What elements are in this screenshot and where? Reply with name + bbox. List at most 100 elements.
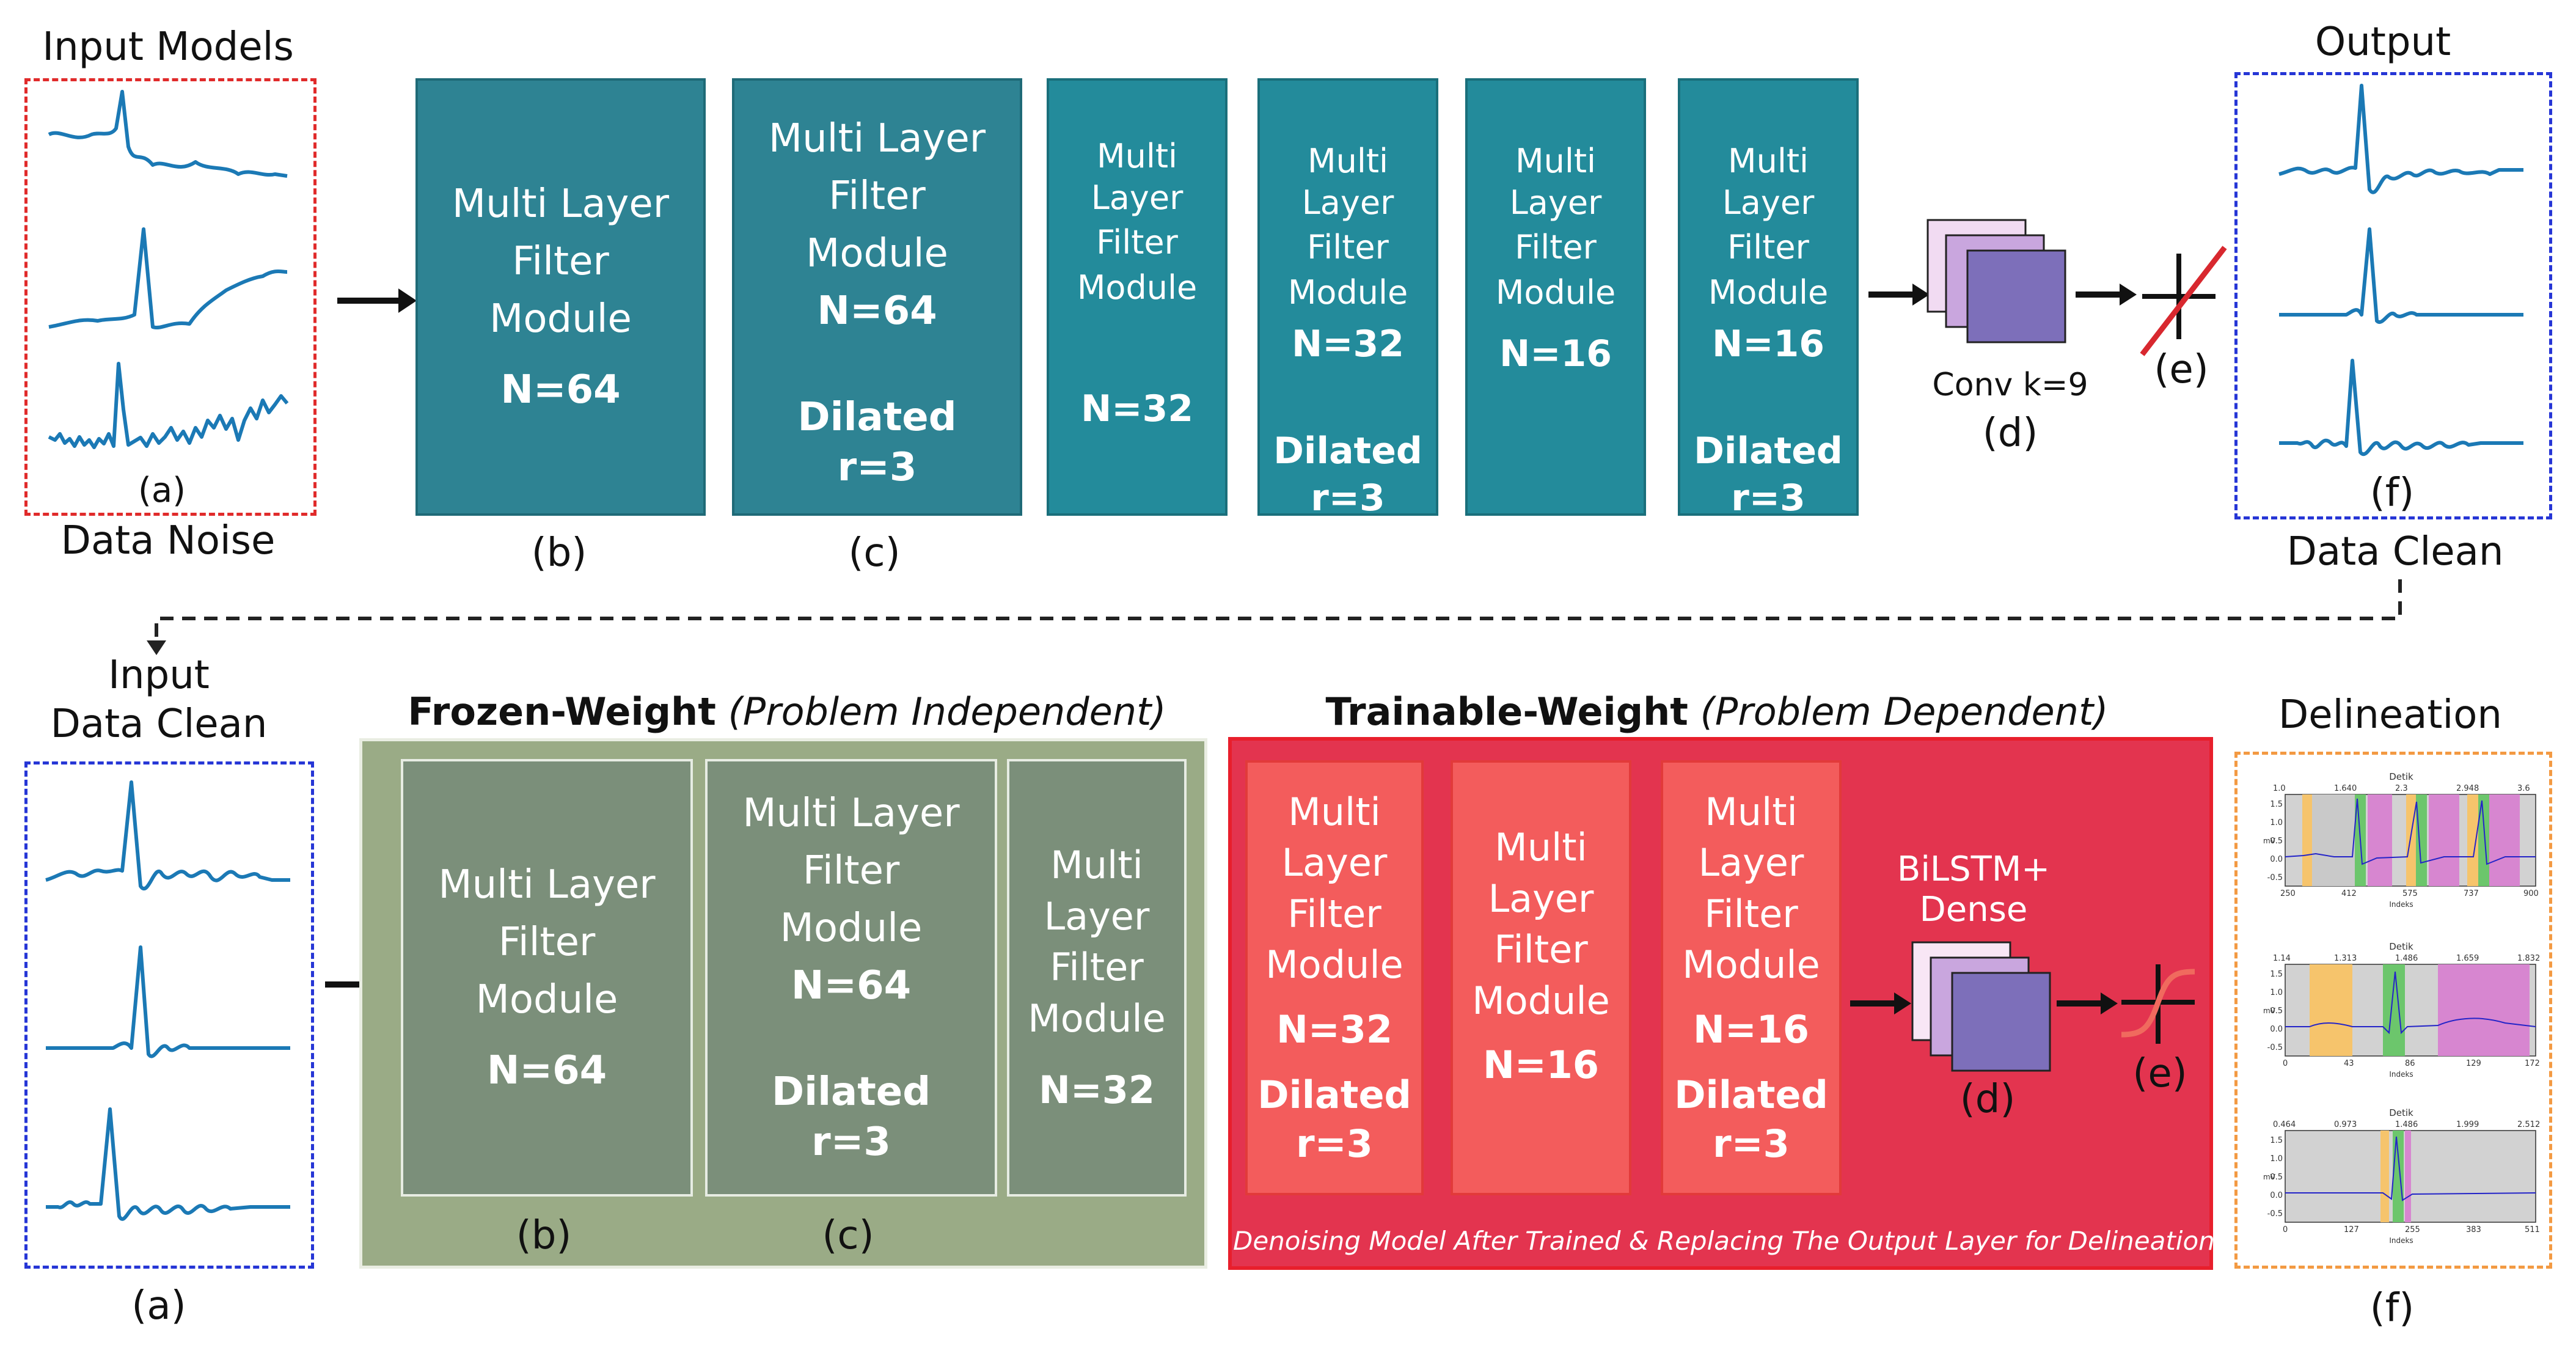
arrow-to-bilstm xyxy=(1850,992,1911,1014)
block-dilated-label: Dilated xyxy=(1257,1072,1411,1118)
plot-3-bottom-tick: 255 xyxy=(2405,1225,2420,1234)
plot-2-top-tick: 1.832 xyxy=(2517,954,2540,963)
frozen-weight-title: Frozen-Weight (Problem Independent) xyxy=(359,689,1215,734)
block-label-line1: Multi Layer xyxy=(1091,137,1184,217)
frozen-block-3: Multi Layer Filter Module N=32 xyxy=(1007,759,1187,1197)
plot-3-top-tick: 1.486 xyxy=(2395,1120,2418,1129)
trainable-caption: Denoising Model After Trained & Replacin… xyxy=(1233,1226,2215,1256)
top-block-6: Multi Layer Filter Module N=16 Dilated r… xyxy=(1678,78,1859,519)
plot-3-top-tick: 2.512 xyxy=(2517,1120,2540,1129)
plot-1-y-tick: -0.5 xyxy=(2267,873,2283,882)
block-rate-value: r=3 xyxy=(1713,1121,1790,1166)
plot-2-bottom-tick: 86 xyxy=(2405,1059,2415,1068)
frozen-block-1: Multi Layer Filter Module N=64 xyxy=(401,759,693,1197)
top-block-4: Multi Layer Filter Module N=32 Dilated r… xyxy=(1257,78,1438,519)
plot-3-bottom-tick: 127 xyxy=(2344,1225,2359,1234)
block-n-value: N=32 xyxy=(1292,323,1404,365)
label-b-bottom: (b) xyxy=(516,1213,572,1258)
block-n-value: N=64 xyxy=(791,963,912,1008)
label-c-bottom: (c) xyxy=(822,1213,874,1258)
noisy-signals xyxy=(48,90,289,449)
plot-3-y-tick: -0.5 xyxy=(2267,1209,2283,1219)
plot-2-y-tick: 0.0 xyxy=(2270,1025,2283,1034)
conv-layer-icon xyxy=(1927,219,2066,343)
train-block-3: Multi Layer Filter Module N=16 Dilated r… xyxy=(1661,760,1842,1195)
plot-2-y-tick: 1.5 xyxy=(2270,970,2283,979)
block-n-value: N=16 xyxy=(1712,323,1824,365)
block-n-value: N=16 xyxy=(1482,1043,1600,1087)
block-label-line2: Filter xyxy=(1515,228,1597,266)
plot-1-top-tick: 1.0 xyxy=(2273,784,2286,793)
block-label-line3: Filter xyxy=(1494,927,1588,972)
block-label-line4: Module xyxy=(1028,996,1166,1041)
bilstm-label-line2: Dense xyxy=(1919,890,2028,930)
block-label-line1: Multi Layer xyxy=(438,862,656,908)
label-e-top: (e) xyxy=(2154,347,2209,392)
plot-2-xlabel: Indeks xyxy=(2389,1070,2413,1079)
block-label-line3: Module xyxy=(1077,268,1198,307)
block-label-line3: Module xyxy=(475,977,618,1022)
plot-2-top-tick: 1.313 xyxy=(2334,954,2357,963)
plot-1-bottom-tick: 575 xyxy=(2402,889,2418,898)
plot-1-bottom-tick: 737 xyxy=(2464,889,2479,898)
delineation-plot-1: Detik 1.0 1.640 2.3 2.948 3.6 1.5 1.0 0.… xyxy=(2261,771,2542,918)
plot-1-y-tick: 1.5 xyxy=(2270,800,2283,809)
block-label-line2: Filter xyxy=(1307,228,1389,266)
train-block-1: Multi Layer Filter Module N=32 Dilated r… xyxy=(1245,760,1424,1195)
block-n-value: N=32 xyxy=(1276,1007,1393,1052)
trainable-weight-title: Trainable-Weight (Problem Dependent) xyxy=(1228,689,2206,734)
arrow-into-encoder xyxy=(337,288,417,313)
label-f-top: (f) xyxy=(2369,471,2415,516)
data-noise-label: Data Noise xyxy=(60,518,276,563)
plot-1-top-tick: 2.3 xyxy=(2395,784,2408,793)
plot-1-title: Detik xyxy=(2389,771,2413,782)
plot-2-bottom-tick: 0 xyxy=(2283,1059,2288,1068)
label-a-top: (a) xyxy=(137,471,186,510)
block-dilated-label: Dilated xyxy=(797,395,957,440)
delineation-plot-3: Detik 0.464 0.973 1.486 1.999 2.512 1.5 … xyxy=(2261,1107,2542,1254)
block-rate-value: r=3 xyxy=(837,445,917,490)
input-clean-frame xyxy=(24,761,314,1269)
block-label-line1: Multi Layer xyxy=(742,791,960,836)
block-label-line4: Module xyxy=(1472,978,1610,1023)
plot-3-title: Detik xyxy=(2389,1107,2413,1118)
delineation-label: Delineation xyxy=(2278,692,2502,738)
plot-3-y-tick: 0.5 xyxy=(2270,1173,2283,1182)
block-dilated-label: Dilated xyxy=(1273,430,1422,472)
block-label-line3: Module xyxy=(780,906,923,951)
block-n-value: N=32 xyxy=(1081,387,1193,430)
block-label-line3: Filter xyxy=(1704,891,1798,936)
linear-activation-icon xyxy=(2140,246,2227,356)
top-block-3: Multi Layer Filter Module N=32 xyxy=(1047,78,1228,516)
block-label-line2: Filter xyxy=(498,920,596,965)
block-label-line2: Filter xyxy=(802,848,900,893)
noise-input-frame xyxy=(24,78,317,516)
block-n-value: N=16 xyxy=(1692,1007,1810,1052)
label-f-bottom: (f) xyxy=(2369,1286,2415,1331)
clean-output-signals xyxy=(2278,84,2523,456)
trainable-weight-italic: (Problem Dependent) xyxy=(1700,689,2109,734)
block-label-line1: Multi xyxy=(1705,789,1798,834)
top-block-5: Multi Layer Filter Module N=16 xyxy=(1465,78,1646,516)
block-rate-value: r=3 xyxy=(811,1120,891,1165)
block-dilated-label: Dilated xyxy=(1694,430,1843,472)
delineation-plot-2: Detik 1.14 1.313 1.486 1.659 1.832 1.5 1… xyxy=(2261,941,2542,1088)
label-d-top: (d) xyxy=(1982,411,2038,456)
dashed-connector xyxy=(147,579,2402,655)
block-label-line2: Filter xyxy=(1727,228,1809,266)
plot-2-bottom-tick: 172 xyxy=(2525,1059,2540,1068)
plot-1-bottom-tick: 250 xyxy=(2280,889,2296,898)
plot-3-bottom-tick: 383 xyxy=(2466,1225,2481,1234)
block-label-line3: Module xyxy=(1708,273,1829,312)
block-n-value: N=32 xyxy=(1038,1068,1155,1113)
block-label-line2: Layer xyxy=(1044,893,1150,939)
plot-2-y-tick: -0.5 xyxy=(2267,1043,2283,1052)
plot-2-top-tick: 1.486 xyxy=(2395,954,2418,963)
plot-1-top-tick: 1.640 xyxy=(2334,784,2357,793)
plot-3-graphic: Detik 0.464 0.973 1.486 1.999 2.512 1.5 … xyxy=(2263,1107,2540,1245)
frozen-weight-bold: Frozen-Weight xyxy=(408,689,716,734)
plot-3-y-tick: 0.0 xyxy=(2270,1191,2283,1200)
block-label-line4: Module xyxy=(1265,942,1403,988)
block-label-line2: Filter xyxy=(512,239,609,284)
block-n-value: N=64 xyxy=(817,288,937,334)
